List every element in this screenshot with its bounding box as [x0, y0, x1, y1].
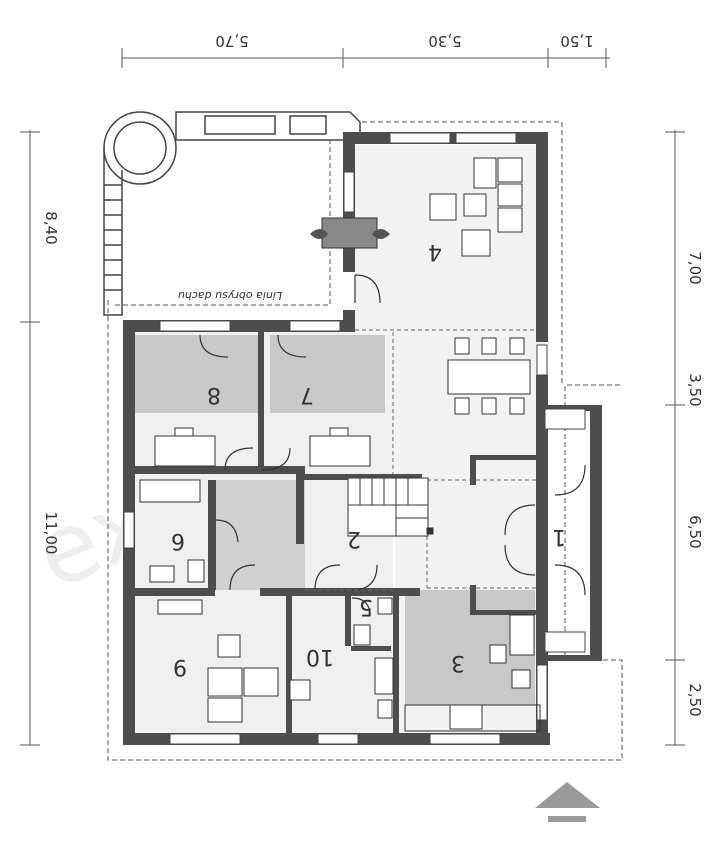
room-number-10: 10	[306, 644, 334, 669]
room-number-7: 7	[300, 382, 314, 407]
dim-left-1: 8,40	[42, 211, 60, 244]
dim-left-2: 11,00	[42, 512, 60, 555]
stairs	[347, 477, 434, 537]
dim-right-4: 2,50	[686, 683, 704, 716]
roof-outline-label: Linia obrysu dachu	[178, 289, 282, 302]
room-number-9: 9	[173, 654, 187, 679]
room-number-6: 6	[171, 528, 185, 553]
room-number-2: 2	[347, 526, 361, 551]
dim-top-2: 5,30	[428, 32, 461, 50]
room-number-5: 5	[359, 594, 373, 619]
fireplace	[310, 217, 390, 249]
hall-floor	[215, 480, 305, 590]
roof-outline	[107, 115, 623, 761]
entrance-arrow-icon	[535, 782, 600, 822]
dim-right-2: 3,50	[686, 373, 704, 406]
terrace	[103, 111, 361, 316]
room-number-8: 8	[207, 382, 221, 407]
windows	[123, 132, 586, 745]
room-number-4: 4	[428, 239, 442, 264]
dim-right-1: 7,00	[686, 251, 704, 284]
furniture	[139, 157, 541, 732]
dim-top-3: 1,50	[560, 32, 593, 50]
room-number-1: 1	[552, 524, 566, 549]
room-labels: 1 2 3 4 5 6 7 8 9 10	[171, 239, 566, 679]
room-7-bed	[270, 335, 385, 413]
room-8-bed	[133, 335, 258, 413]
dimension-labels: 5,70 5,30 1,50 8,40 11,00 7,00 3,50 6,50…	[42, 32, 704, 717]
dimension-lines	[20, 48, 685, 746]
room-number-3: 3	[451, 650, 465, 675]
dim-top-1: 5,70	[215, 32, 248, 50]
dim-right-3: 6,50	[686, 515, 704, 548]
doors	[199, 274, 586, 617]
